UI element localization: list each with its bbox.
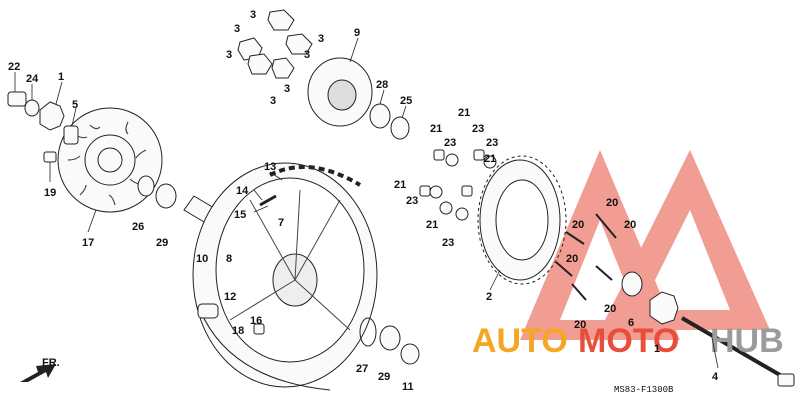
callout-9: 9 <box>354 27 360 39</box>
callout-20: 20 <box>574 319 586 331</box>
callout-3: 3 <box>270 95 276 107</box>
driven-flange <box>307 57 373 127</box>
callout-10: 10 <box>196 253 208 265</box>
callout-21: 21 <box>394 179 406 191</box>
watermark-text-b: MOTO <box>578 322 679 360</box>
driven-sprocket <box>477 155 567 285</box>
callout-23: 23 <box>442 237 454 249</box>
washer-24 <box>24 99 40 117</box>
rear-wheel <box>192 162 378 388</box>
callout-29: 29 <box>156 237 168 249</box>
rim-band-12 <box>197 303 331 391</box>
collar-6 <box>621 271 643 297</box>
callout-20: 20 <box>604 303 616 315</box>
valve-14 <box>259 194 277 207</box>
callout-4: 4 <box>712 371 719 383</box>
callout-5: 5 <box>72 99 78 111</box>
bolt-19 <box>43 151 57 163</box>
callout-22: 22 <box>8 61 20 73</box>
collar-11 <box>400 343 420 365</box>
callout-14: 14 <box>236 185 249 197</box>
callout-24: 24 <box>26 73 39 85</box>
callout-3: 3 <box>226 49 232 61</box>
drawing-code: MS83-F1300B <box>614 385 674 395</box>
callout-13: 13 <box>264 161 276 173</box>
callout-17: 17 <box>82 237 94 249</box>
dust-seal-27 <box>359 317 377 347</box>
rear-axle <box>680 316 795 387</box>
callout-21: 21 <box>430 123 442 135</box>
front-direction-arrow <box>20 364 56 382</box>
watermark-logo <box>520 150 770 340</box>
callout-27: 27 <box>356 363 368 375</box>
bearing-29b <box>379 325 401 351</box>
callout-18: 18 <box>232 325 244 337</box>
callout-16: 16 <box>250 315 262 327</box>
sprocket-1-small <box>39 101 65 131</box>
callout-labels: 22 24 1 5 19 17 3 3 3 3 3 3 3 9 28 25 26… <box>8 9 719 393</box>
collar-5 <box>63 125 79 145</box>
hub-dampers <box>237 9 313 79</box>
weights-16 <box>253 323 265 335</box>
callout-2: 2 <box>486 291 492 303</box>
callout-20: 20 <box>624 219 636 231</box>
leader-lines <box>14 37 719 369</box>
callout-3: 3 <box>284 83 290 95</box>
callout-3: 3 <box>250 9 256 21</box>
callout-1: 1 <box>654 343 660 355</box>
callout-19: 19 <box>44 187 56 199</box>
callout-15: 15 <box>234 209 246 221</box>
callout-1: 1 <box>58 71 64 83</box>
callout-6: 6 <box>628 317 634 329</box>
callout-3: 3 <box>234 23 240 35</box>
bearing-29a <box>155 183 177 209</box>
sprocket-bolts <box>555 213 617 301</box>
callout-21: 21 <box>484 153 496 165</box>
sprocket-1-small-b <box>649 291 679 325</box>
front-marker-label: FR. <box>42 357 60 369</box>
callout-20: 20 <box>566 253 578 265</box>
callout-8: 8 <box>226 253 232 265</box>
bearing-28 <box>369 103 391 129</box>
callout-23: 23 <box>406 195 418 207</box>
flange-nut <box>7 91 27 107</box>
sprocket-nuts <box>419 149 497 221</box>
callout-25: 25 <box>400 95 412 107</box>
callout-3: 3 <box>318 33 324 45</box>
callout-21: 21 <box>458 107 470 119</box>
callout-3: 3 <box>304 49 310 61</box>
brake-disc <box>57 107 163 213</box>
watermark-text-a: AUTO <box>472 322 568 360</box>
callout-20: 20 <box>606 197 618 209</box>
callout-11: 11 <box>402 381 414 393</box>
callout-29: 29 <box>378 371 390 383</box>
callout-21: 21 <box>426 219 438 231</box>
bearing-26 <box>137 175 155 197</box>
callout-12: 12 <box>224 291 236 303</box>
callout-23: 23 <box>472 123 484 135</box>
callout-20: 20 <box>572 219 584 231</box>
callout-23: 23 <box>444 137 456 149</box>
watermark-text-c: HUB <box>710 322 784 360</box>
callout-26: 26 <box>132 221 144 233</box>
callout-7: 7 <box>278 217 284 229</box>
callout-28: 28 <box>376 79 388 91</box>
callout-23: 23 <box>486 137 498 149</box>
oil-seal-25 <box>390 116 410 140</box>
